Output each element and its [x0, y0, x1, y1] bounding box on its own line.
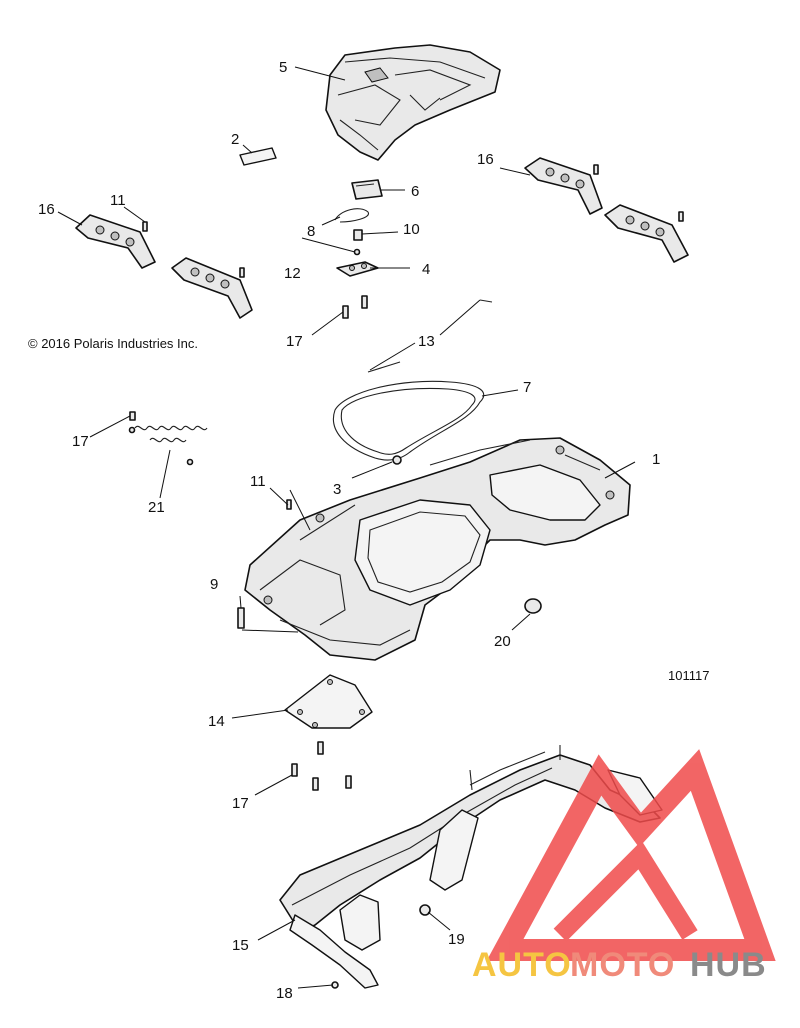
callout-16-left: 16	[38, 201, 55, 218]
part-14-shield	[284, 674, 373, 729]
part-21-spring	[128, 425, 208, 466]
callout-19: 19	[448, 931, 465, 948]
part-13-rod	[367, 299, 493, 373]
callout-21: 21	[148, 499, 165, 516]
callout-15: 15	[232, 937, 249, 954]
callout-11-left: 11	[110, 192, 126, 209]
callout-6: 6	[411, 183, 419, 200]
callout-8: 8	[307, 223, 315, 240]
part-12-washer	[353, 248, 361, 256]
callout-14: 14	[208, 713, 225, 730]
watermark-logo	[486, 749, 776, 961]
part-5-storage-lid	[325, 44, 501, 161]
callout-16-right: 16	[477, 151, 494, 168]
callout-4: 4	[422, 261, 430, 278]
part-16-rack-left	[75, 214, 253, 319]
part-4-plate	[336, 261, 379, 277]
callout-2: 2	[231, 131, 239, 148]
leader-lines	[57, 66, 636, 989]
part-17-screws-upper	[342, 295, 368, 319]
part-1-rear-body	[244, 437, 631, 661]
callout-9: 9	[210, 576, 218, 593]
callout-17-spring: 17	[72, 433, 89, 450]
callout-3: 3	[333, 481, 341, 498]
part-7-seal	[332, 380, 485, 461]
part-17-screws-lower	[291, 741, 352, 791]
callout-18: 18	[276, 985, 293, 1002]
part-17-screw-spring	[129, 411, 136, 421]
part-3-grommet	[392, 455, 402, 465]
part-19-nut	[419, 904, 431, 916]
callout-1: 1	[652, 451, 660, 468]
part-16-rack-right	[524, 157, 689, 263]
callout-20: 20	[494, 633, 511, 650]
part-11-bolts-right	[593, 164, 684, 222]
callout-17-lower: 17	[232, 795, 249, 812]
copyright-text: © 2016 Polaris Industries Inc.	[28, 336, 198, 351]
part-9-bolt	[237, 607, 245, 629]
callout-10: 10	[403, 221, 420, 238]
figure-id: 101117	[668, 668, 709, 683]
part-20-plug	[524, 598, 542, 614]
watermark-word-auto: AUTO	[472, 946, 572, 984]
part-15-rear-frame	[279, 745, 663, 989]
part-8-retainer	[334, 208, 369, 223]
callout-11-tub: 11	[250, 473, 266, 490]
callout-13: 13	[418, 333, 435, 350]
callout-5: 5	[279, 59, 287, 76]
callout-7: 7	[523, 379, 531, 396]
callout-17-upper: 17	[286, 333, 303, 350]
part-2-decal	[239, 147, 277, 166]
part-10-bolt	[353, 229, 363, 241]
watermark-word-hub: HUB	[690, 946, 767, 984]
watermark-word-moto: MOTO	[570, 946, 675, 984]
callout-12: 12	[284, 265, 301, 282]
part-6-latch	[351, 179, 383, 200]
